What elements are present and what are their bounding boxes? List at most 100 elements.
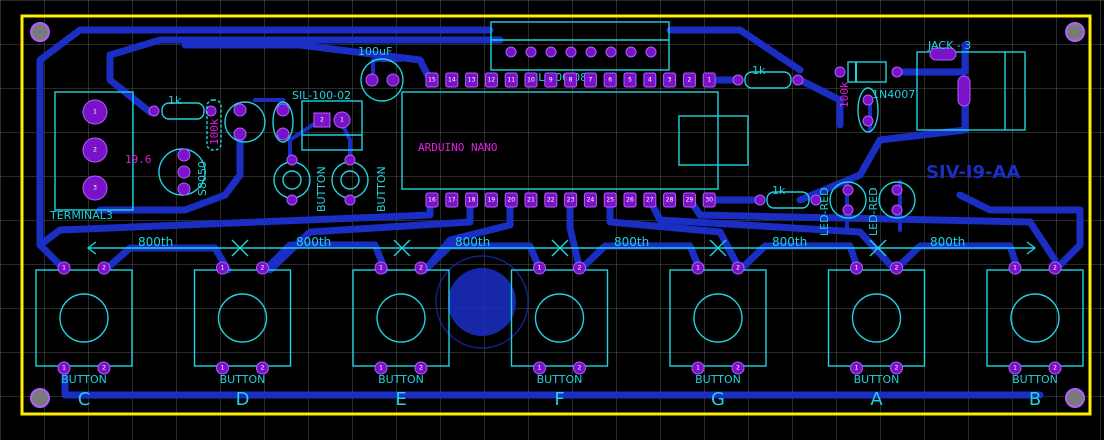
nano-top-pin-number: 9	[549, 77, 553, 84]
svg-text:2: 2	[320, 117, 324, 124]
svg-text:1: 1	[696, 265, 700, 272]
copper-traces	[36, 26, 1084, 399]
svg-text:1: 1	[379, 265, 383, 272]
svg-text:2: 2	[419, 265, 423, 272]
svg-text:1: 1	[62, 265, 66, 272]
board-logo	[435, 255, 529, 349]
nano-bottom-pin: 22	[544, 192, 558, 208]
capacitor-label: 100uF	[358, 45, 392, 58]
tactile-button-label: BUTTON	[854, 373, 900, 386]
cap-c4-label: 100k	[838, 81, 851, 108]
resistor-r2-label: 1k	[752, 64, 766, 77]
small-button-1: BUTTON	[273, 154, 328, 212]
nano-bottom-pin-number: 25	[606, 197, 614, 204]
dimension-cross	[551, 239, 569, 257]
led1-label: LED-RED	[818, 187, 831, 236]
nano-top-pin-number: 11	[507, 77, 515, 84]
svg-text:2: 2	[102, 365, 106, 372]
svg-text:1: 1	[62, 365, 66, 372]
tactile-button-label: BUTTON	[537, 373, 583, 386]
arduino-label: ARDUINO NANO	[418, 141, 497, 154]
dimension-label: 800th	[772, 235, 807, 249]
nano-bottom-pin-number: 19	[488, 197, 496, 204]
nano-bottom-pin: 29	[682, 192, 696, 208]
nano-top-pin-number: 8	[569, 77, 573, 84]
svg-text:2: 2	[261, 365, 265, 372]
nano-top-pin: 5	[623, 72, 637, 88]
tactile-button-label: BUTTON	[378, 373, 424, 386]
nano-bottom-pin: 23	[564, 192, 578, 208]
nano-bottom-pin-number: 22	[547, 197, 555, 204]
resistor-r1-label: 1k	[168, 94, 182, 107]
sil2-label: SIL-100-02	[292, 89, 351, 102]
nano-bottom-pin-number: 21	[527, 197, 535, 204]
terminal-value: 19.6	[125, 153, 152, 166]
jack-label: JACK - 3	[927, 39, 971, 52]
nano-bottom-pin-number: 24	[587, 197, 595, 204]
mounting-holes	[30, 22, 1085, 408]
tactile-button-label: BUTTON	[695, 373, 741, 386]
nano-bottom-pin: 17	[445, 192, 459, 208]
tactile-button-label: BUTTON	[1012, 373, 1058, 386]
nano-top-pin-number: 1	[707, 77, 711, 84]
svg-text:2: 2	[261, 265, 265, 272]
dimension-cross	[393, 239, 411, 257]
nano-top-pin: 2	[682, 72, 696, 88]
nano-top-pin-number: 3	[668, 77, 672, 84]
small-button-2: BUTTON	[331, 154, 388, 212]
svg-text:1: 1	[93, 109, 97, 116]
dimension-label: 800th	[138, 235, 173, 249]
svg-text:1: 1	[538, 365, 542, 372]
nano-bottom-pin-number: 18	[468, 197, 476, 204]
svg-text:2: 2	[578, 265, 582, 272]
nano-bottom-pin: 25	[603, 192, 617, 208]
diode-1n4007: 1N4007	[834, 61, 915, 101]
nano-top-pin: 1	[702, 72, 716, 88]
svg-text:2: 2	[895, 365, 899, 372]
nano-bottom-pin: 28	[663, 192, 677, 208]
nano-top-pin: 12	[484, 72, 498, 88]
nano-top-pin-number: 12	[488, 77, 496, 84]
nano-bottom-pin-number: 20	[507, 197, 515, 204]
nano-top-pin: 13	[465, 72, 479, 88]
dimension-cross	[231, 239, 249, 257]
nano-bottom-pin-number: 16	[428, 197, 436, 204]
svg-text:2: 2	[1053, 365, 1057, 372]
nano-bottom-pin: 21	[524, 192, 538, 208]
header-sil-100-02: 2 1 SIL-100-02	[292, 89, 363, 151]
terminal-block: 1 2 3 TERMINAL3 19.6	[49, 91, 152, 222]
capacitor-c2	[224, 101, 266, 143]
nano-top-pin: 4	[643, 72, 657, 88]
capacitor-c4: 100k	[838, 81, 879, 133]
nano-bottom-pin: 27	[643, 192, 657, 208]
svg-text:1: 1	[340, 117, 344, 124]
jack-3: JACK - 3	[916, 39, 1026, 131]
dimension-label: 800th	[614, 235, 649, 249]
svg-text:3: 3	[93, 185, 97, 192]
svg-text:2: 2	[895, 265, 899, 272]
small-button-1-label: BUTTON	[315, 166, 328, 212]
nano-top-pin: 11	[504, 72, 518, 88]
nano-bottom-pin-number: 28	[666, 197, 674, 204]
svg-text:1: 1	[221, 365, 225, 372]
nano-bottom-pin-number: 26	[626, 197, 634, 204]
nano-top-pin: 15	[425, 72, 439, 88]
svg-text:1: 1	[379, 365, 383, 372]
nano-top-pin: 9	[544, 72, 558, 88]
nano-bottom-pin-number: 27	[646, 197, 654, 204]
svg-text:1: 1	[855, 365, 859, 372]
led-red-2: LED-RED	[867, 181, 916, 236]
nano-top-pin-number: 13	[468, 77, 476, 84]
led2-label: LED-RED	[867, 187, 880, 236]
svg-text:2: 2	[1053, 265, 1057, 272]
nano-bottom-pin: 20	[504, 192, 518, 208]
